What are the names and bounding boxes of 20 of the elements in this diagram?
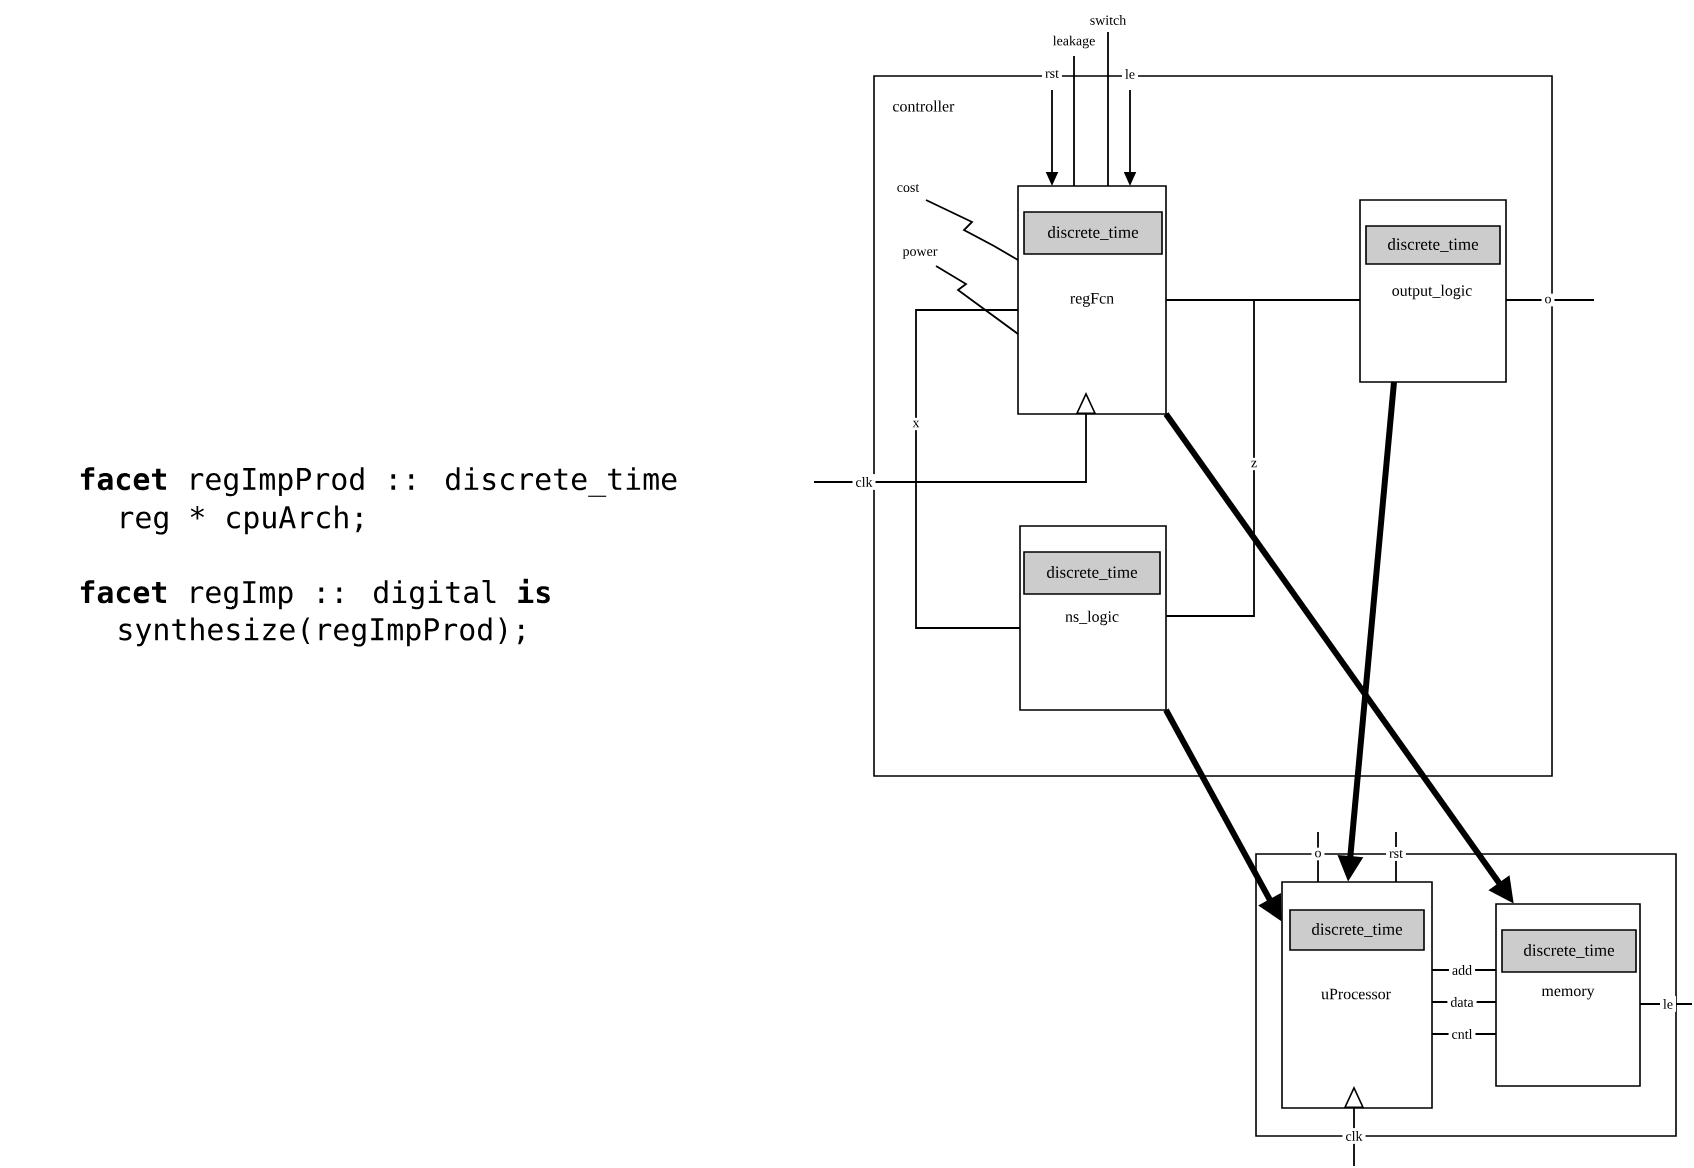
code-line: facet regImpProd :: discrete_time — [80, 467, 677, 497]
state-label-box: discrete_time — [1289, 909, 1425, 951]
signal-line — [1107, 31, 1109, 187]
signal-line — [1317, 831, 1319, 883]
state-label-box: discrete_time — [1501, 929, 1637, 973]
signal-line — [1431, 969, 1497, 971]
signal-line — [1073, 55, 1075, 187]
signal-line — [915, 309, 1021, 629]
code-line: facet regImp :: digital is — [80, 578, 550, 610]
state-label-box: discrete_time — [1365, 225, 1501, 265]
state-label-box: discrete_time — [1023, 211, 1163, 255]
signal-line — [1505, 299, 1595, 301]
signal-line — [925, 199, 1019, 261]
signal-line — [1165, 299, 1255, 617]
code-line: synthesize(regImpProd); — [119, 617, 524, 647]
state-label-box: discrete_time — [1023, 551, 1161, 595]
code-line: reg * cpuArch; — [121, 505, 362, 535]
signal-line — [1395, 831, 1397, 883]
signal-line — [1431, 1033, 1497, 1035]
signal-line — [935, 265, 1019, 335]
